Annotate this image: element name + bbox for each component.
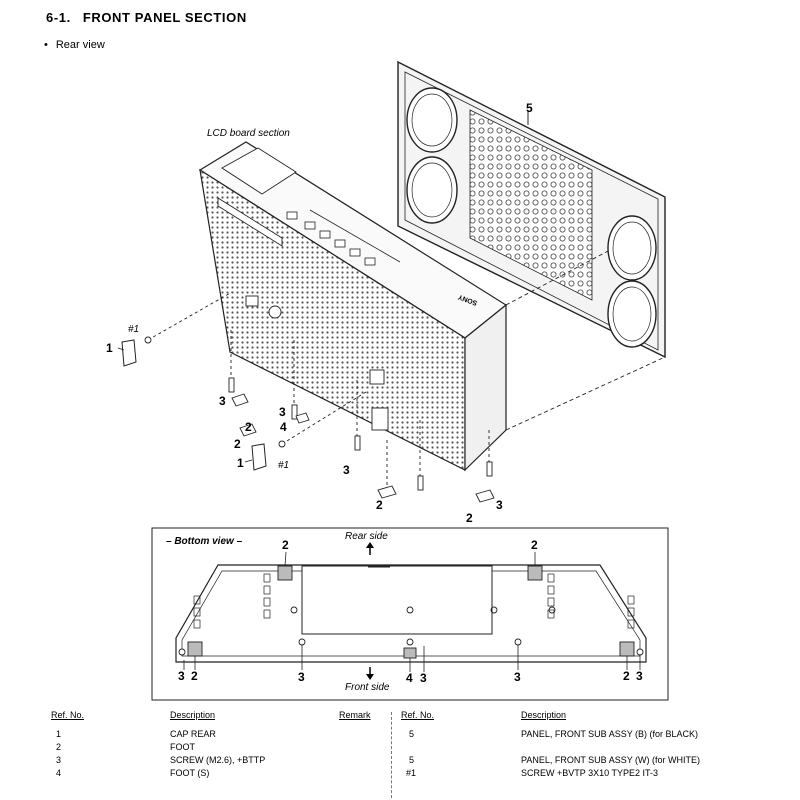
front-panel-frame bbox=[397, 60, 666, 359]
table-row-ref: 2 bbox=[56, 742, 62, 752]
front-side-label: Front side bbox=[345, 682, 390, 693]
screws-and-feet bbox=[117, 112, 666, 503]
section-number: 6-1. bbox=[46, 10, 71, 25]
callout-2c: 2 bbox=[376, 498, 383, 512]
bv-callout-bl-2: 2 bbox=[191, 669, 198, 683]
table-column-divider bbox=[391, 712, 392, 798]
table-header-ref-no-2: Ref. No. bbox=[401, 710, 435, 720]
view-subtitle: • Rear view bbox=[44, 39, 105, 51]
bv-callout-bl-3: 3 bbox=[178, 669, 185, 683]
rear-side-label: Rear side bbox=[345, 531, 388, 542]
table-row-desc: PANEL, FRONT SUB ASSY (W) (for WHITE) bbox=[521, 755, 701, 765]
table-row-desc: SCREW +BVTP 3X10 TYPE2 IT-3 bbox=[521, 768, 658, 778]
bv-callout-3-left: 3 bbox=[298, 670, 305, 684]
callout-2d: 2 bbox=[466, 511, 473, 525]
bottom-view-frame bbox=[151, 527, 669, 701]
bv-callout-top-right-2: 2 bbox=[531, 538, 538, 552]
callout-2b: 2 bbox=[245, 420, 252, 434]
table-header-remark: Remark bbox=[339, 710, 371, 720]
bv-callout-top-left-2: 2 bbox=[282, 538, 289, 552]
table-row-ref: 5 bbox=[409, 729, 415, 739]
front-side-arrow-icon bbox=[366, 667, 374, 680]
table-row-desc: CAP REAR bbox=[170, 729, 216, 739]
bullet-icon: • bbox=[44, 39, 48, 51]
table-row-desc: FOOT (S) bbox=[170, 768, 210, 778]
bv-callout-3-right: 3 bbox=[514, 670, 521, 684]
table-header-description: Description bbox=[170, 710, 216, 720]
bv-callout-3-mid: 3 bbox=[420, 671, 427, 685]
bottom-view-title: – Bottom view – bbox=[166, 536, 243, 547]
table-row-ref: 1 bbox=[56, 729, 62, 739]
table-row-ref: #1 bbox=[406, 768, 417, 778]
table-row-ref: 5 bbox=[409, 755, 415, 765]
callout-4a: 4 bbox=[280, 420, 287, 434]
callout-3a: 3 bbox=[219, 394, 226, 408]
bv-callout-br-2: 2 bbox=[623, 669, 630, 683]
bv-callout-4: 4 bbox=[406, 671, 413, 685]
view-subtitle-text: Rear view bbox=[55, 39, 105, 51]
lcd-board-label: LCD board section bbox=[207, 128, 290, 139]
callout-1b: 1 bbox=[237, 456, 244, 470]
callout-3b: 3 bbox=[279, 405, 286, 419]
bottom-view-drawing bbox=[175, 551, 647, 672]
callout-ref-1a: #1 bbox=[128, 324, 140, 335]
cap-rear-parts bbox=[121, 339, 267, 471]
callout-2a: 2 bbox=[234, 437, 241, 451]
table-header-ref-no: Ref. No. bbox=[51, 710, 85, 720]
callout-1a: 1 bbox=[106, 341, 113, 355]
main-unit-body bbox=[198, 141, 508, 472]
callout-ref-1b: #1 bbox=[278, 460, 290, 471]
table-row-ref: 3 bbox=[56, 755, 62, 765]
callout-3c: 3 bbox=[343, 463, 350, 477]
callout-5: 5 bbox=[526, 101, 533, 115]
table-row-desc: SCREW (M2.6), +BTTP bbox=[170, 755, 266, 765]
rear-side-arrow-icon bbox=[366, 542, 374, 555]
table-row-desc: PANEL, FRONT SUB ASSY (B) (for BLACK) bbox=[521, 729, 699, 739]
bv-callout-br-3: 3 bbox=[636, 669, 643, 683]
table-row-ref: 4 bbox=[56, 768, 62, 778]
table-row-desc: FOOT bbox=[170, 742, 195, 752]
callout-3d: 3 bbox=[496, 498, 503, 512]
section-title-text: FRONT PANEL SECTION bbox=[82, 10, 247, 25]
section-title: 6-1. FRONT PANEL SECTION bbox=[46, 10, 247, 25]
table-header-description-2: Description bbox=[521, 710, 567, 720]
